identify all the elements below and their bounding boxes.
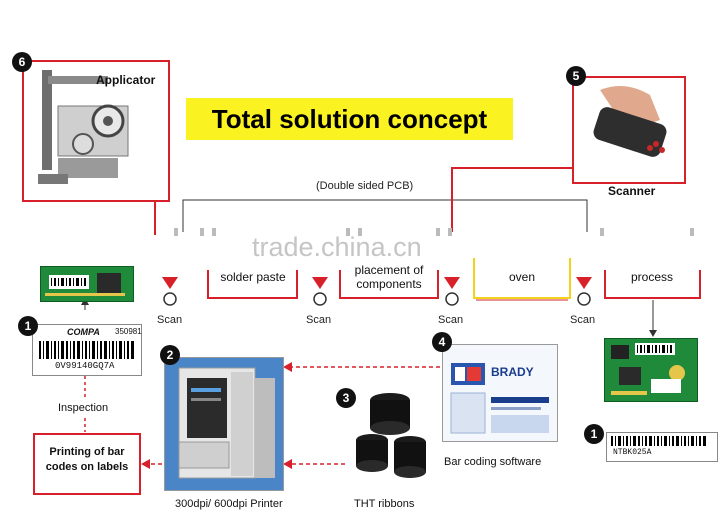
oven-bracket xyxy=(473,258,571,299)
label-top-badge: 1 xyxy=(18,316,38,336)
barcode-graphic-bottom xyxy=(611,436,706,446)
label-brand: COMPA xyxy=(67,327,100,337)
label-bottom-barcode-text: NTBK025A xyxy=(613,448,652,457)
scan-label-3: Scan xyxy=(438,314,464,326)
ribbons-label: THT ribbons xyxy=(354,498,415,510)
software-label: Bar coding software xyxy=(444,456,542,468)
software-image-box: BRADY xyxy=(442,344,558,442)
ribbons-badge: 3 xyxy=(336,388,356,408)
step-oven: oven xyxy=(508,270,536,284)
printing-label: Printing of bar codes on labels xyxy=(45,446,129,473)
printing-box: Printing of bar codes on labels xyxy=(33,433,141,495)
printer-image xyxy=(178,367,275,479)
pcb-note: (Double sided PCB) xyxy=(316,180,414,192)
placement-bracket xyxy=(339,270,439,299)
applicator-label: Applicator xyxy=(96,73,156,87)
scan-marker-2 xyxy=(312,277,328,306)
scan-marker-4 xyxy=(576,277,592,306)
scan-marker-3 xyxy=(444,277,460,306)
label-bottom-badge: 1 xyxy=(584,424,604,444)
solder-paste-bracket xyxy=(207,270,298,299)
applicator-box: Applicator xyxy=(22,60,170,202)
pcb-bracket-line xyxy=(182,199,588,232)
printer-image-box xyxy=(164,357,284,491)
scanner-badge: 5 xyxy=(566,66,586,86)
software-image xyxy=(450,363,549,434)
process-bracket xyxy=(604,270,701,299)
flow-tabs xyxy=(170,226,710,238)
scan-label-4: Scan xyxy=(570,314,596,326)
pcb-board-left xyxy=(40,266,134,302)
scanner-image xyxy=(593,86,667,157)
printer-badge: 2 xyxy=(160,345,180,365)
scan-label-1: Scan xyxy=(157,314,183,326)
software-badge: 4 xyxy=(432,332,452,352)
scan-label-2: Scan xyxy=(306,314,332,326)
title-banner: Total solution concept xyxy=(186,98,513,140)
printer-label: 300dpi/ 600dpi Printer xyxy=(175,498,283,510)
barcode-label-bottom: NTBK025A xyxy=(606,432,718,462)
software-brand: BRADY xyxy=(491,365,534,379)
pcb-board-right xyxy=(604,338,698,402)
label-barcode-text: 0V99140GQ7A xyxy=(55,361,115,371)
watermark: trade.china.cn xyxy=(252,232,422,262)
step-placement: placement of components xyxy=(354,263,424,291)
barcode-graphic-top xyxy=(39,341,134,359)
applicator-image xyxy=(38,70,129,184)
ribbons-image xyxy=(356,393,426,478)
inspection-label: Inspection xyxy=(58,402,109,414)
applicator-badge: 6 xyxy=(12,52,32,72)
page-title: Total solution concept xyxy=(211,103,488,134)
scanner-label: Scanner xyxy=(608,184,656,198)
step-solder-paste: solder paste xyxy=(220,270,286,284)
label-code: 350981 xyxy=(115,327,142,336)
step-process: process xyxy=(630,270,674,284)
barcode-label-top: COMPA 350981 0V99140GQ7A xyxy=(32,324,142,376)
scan-marker-1 xyxy=(162,277,178,306)
scanner-box: Scanner xyxy=(572,76,686,198)
scanner-connector xyxy=(451,167,572,232)
